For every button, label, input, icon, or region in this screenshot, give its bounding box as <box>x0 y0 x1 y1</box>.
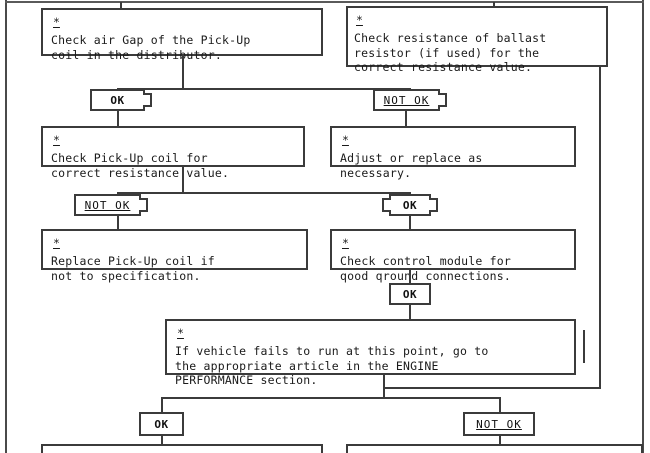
branch-label: NOT OK <box>84 198 131 212</box>
connector-ballast-right-rail <box>599 67 601 389</box>
connector-bottom-right-bus <box>383 387 601 389</box>
bullet-icon: * <box>53 133 60 147</box>
chip-curl-decoration <box>143 93 152 107</box>
page-border-left <box>5 0 7 453</box>
node-text-line: Check air Gap of the Pick-Up <box>51 33 251 47</box>
branch-label: OK <box>154 417 169 431</box>
bullet-icon: * <box>177 326 184 340</box>
branch-label: OK <box>402 198 418 212</box>
node-next-step-right-clipped <box>346 444 643 453</box>
connector-air-gap-bus <box>117 88 411 90</box>
connector-bottom-bus-join <box>383 387 385 398</box>
node-text-line: qood qround connections. <box>340 268 511 283</box>
node-check-ballast-resistor: * Check resistance of ballast resistor (… <box>346 6 608 74</box>
node-text-line: Replace Pick-Up coil if <box>51 254 215 268</box>
bullet-icon: * <box>53 15 60 29</box>
node-text-line: Check control module for <box>340 254 511 268</box>
connector-bottom-left-down <box>161 397 163 412</box>
node-check-air-gap: * Check air Gap of the Pick-Up coil in t… <box>41 8 323 62</box>
node-text-line: the appropriate article in the ENGINE <box>175 358 439 373</box>
branch-label: NOT OK <box>476 417 522 431</box>
branch-label: NOT OK <box>383 93 430 107</box>
chip-curl-decoration <box>438 93 447 107</box>
connector-not-ok-to-adjust <box>405 111 407 127</box>
node-text-line: Check Pick-Up coil for <box>51 151 208 165</box>
connector-pickup-down <box>182 167 184 192</box>
node-check-pickup-coil: * Check Pick-Up coil for correct resista… <box>41 126 305 180</box>
node-replace-pickup-coil: * Replace Pick-Up coil if not to specifi… <box>41 229 308 283</box>
node-text-line: If vehicle fails to run at this point, g… <box>175 344 489 358</box>
branch-chip-ballast-not-ok[interactable]: NOT OK <box>373 89 447 111</box>
connector-engine-performance-down <box>383 375 385 389</box>
node-text-line: not to specification. <box>51 268 201 283</box>
bullet-icon: * <box>342 133 349 147</box>
connector-ok-to-control-module <box>409 216 411 230</box>
chip-curl-decoration <box>429 198 438 212</box>
bullet-icon: * <box>356 13 363 27</box>
connector-ok-to-engine-performance <box>409 305 411 320</box>
branch-chip-adjust-ok[interactable]: OK <box>382 194 438 216</box>
node-text-line: Check resistance of ballast <box>354 31 547 45</box>
connector-bottom-not-ok-to-next <box>499 436 501 445</box>
connector-bottom-right-down <box>499 397 501 412</box>
bullet-icon: * <box>342 236 349 250</box>
page-border-top <box>5 1 644 3</box>
branch-label: OK <box>402 287 418 301</box>
node-text-line: necessary. <box>340 165 412 180</box>
node-check-control-module: * Check control module for qood qround c… <box>330 229 576 283</box>
branch-chip-air-gap-ok[interactable]: OK <box>90 89 152 111</box>
node-text-line: resistor (if used) for the <box>354 45 540 60</box>
connector-control-module-down <box>409 270 411 283</box>
branch-chip-bottom-ok[interactable]: OK <box>139 412 184 436</box>
branch-chip-bottom-not-ok[interactable]: NOT OK <box>463 412 535 436</box>
node-text-line: correct resistance value. <box>354 60 533 74</box>
connector-into-check-air-gap <box>120 2 122 9</box>
node-next-step-left-clipped <box>41 444 323 453</box>
connector-row3-bus <box>117 192 411 194</box>
connector-bottom-bus <box>161 397 501 399</box>
connector-air-gap-down <box>182 56 184 89</box>
engine-performance-curl-decoration <box>583 330 585 363</box>
chip-curl-decoration-left <box>382 198 391 212</box>
node-text-line: PERFORMANCE section. <box>175 373 318 387</box>
node-text-line: coil in the distributor. <box>51 47 222 62</box>
branch-label: OK <box>110 93 125 107</box>
bullet-icon: * <box>53 236 60 250</box>
page-border-right <box>642 0 644 453</box>
node-engine-performance-note: * If vehicle fails to run at this point,… <box>165 319 576 387</box>
branch-chip-control-module-ok[interactable]: OK <box>389 283 431 305</box>
branch-chip-pickup-not-ok[interactable]: NOT OK <box>74 194 148 216</box>
connector-not-ok-to-replace <box>117 216 119 230</box>
node-text-line: correct resistance value. <box>51 165 230 180</box>
chip-curl-decoration <box>139 198 148 212</box>
node-text-line: Adjust or replace as <box>340 151 483 165</box>
node-adjust-or-replace: * Adjust or replace as necessary. <box>330 126 576 180</box>
connector-ok-to-check-pickup <box>117 111 119 127</box>
connector-into-check-ballast <box>493 2 495 7</box>
connector-bottom-ok-to-next <box>161 436 163 445</box>
